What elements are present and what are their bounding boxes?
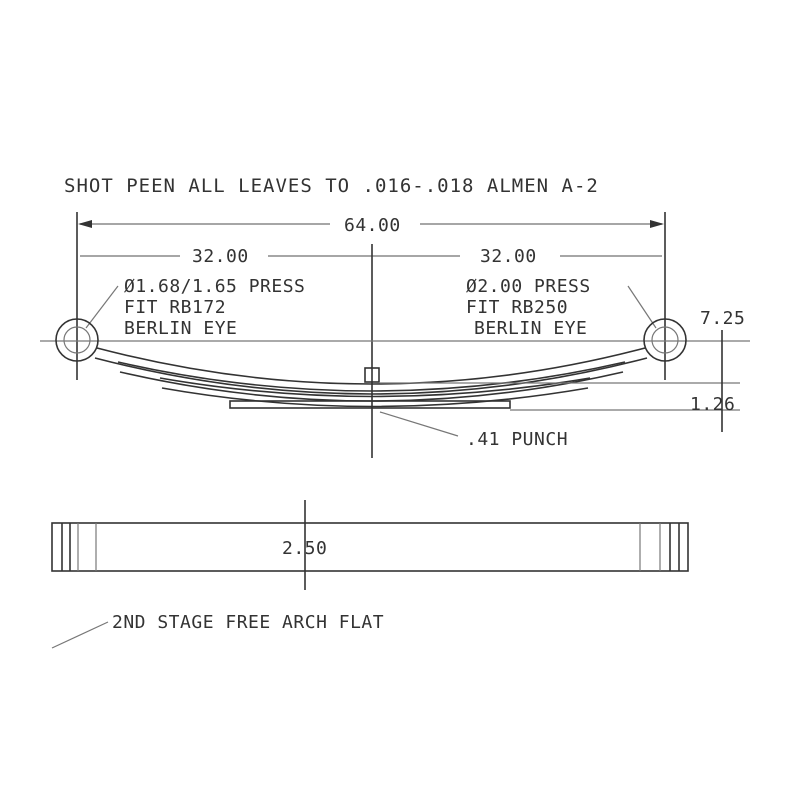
left-eye-line1: Ø1.68/1.65 PRESS	[124, 276, 305, 297]
center-bolt	[364, 367, 380, 383]
width-label: 2.50	[282, 538, 327, 559]
arch-height-label: 7.25	[700, 308, 745, 329]
right-eye-line2: FIT RB250	[466, 297, 568, 318]
left-eye	[55, 318, 99, 362]
right-eye-leader	[627, 285, 657, 329]
half-length-right-label: 32.00	[480, 246, 537, 267]
shot-peen-note: SHOT PEEN ALL LEAVES TO .016-.018 ALMEN …	[64, 175, 599, 197]
arrow-icon	[650, 220, 664, 228]
left-eye-leader	[85, 285, 119, 329]
spring-leaves	[94, 347, 648, 409]
half-length-left-label: 32.00	[192, 246, 249, 267]
right-eye-line3: BERLIN EYE	[474, 318, 587, 339]
punch-leader	[379, 411, 459, 437]
right-eye	[643, 318, 687, 362]
left-eye-line3: BERLIN EYE	[124, 318, 237, 339]
punch-label: .41 PUNCH	[466, 429, 568, 450]
stage-height-label: 1.26	[690, 394, 735, 415]
stage-note: 2ND STAGE FREE ARCH FLAT	[112, 612, 384, 633]
spring-plan-view	[51, 522, 689, 572]
right-eye-line1: Ø2.00 PRESS	[466, 276, 591, 297]
arrow-icon	[78, 220, 92, 228]
overall-length-label: 64.00	[344, 215, 401, 236]
left-eye-line2: FIT RB172	[124, 297, 226, 318]
stage-note-leader	[51, 621, 109, 649]
